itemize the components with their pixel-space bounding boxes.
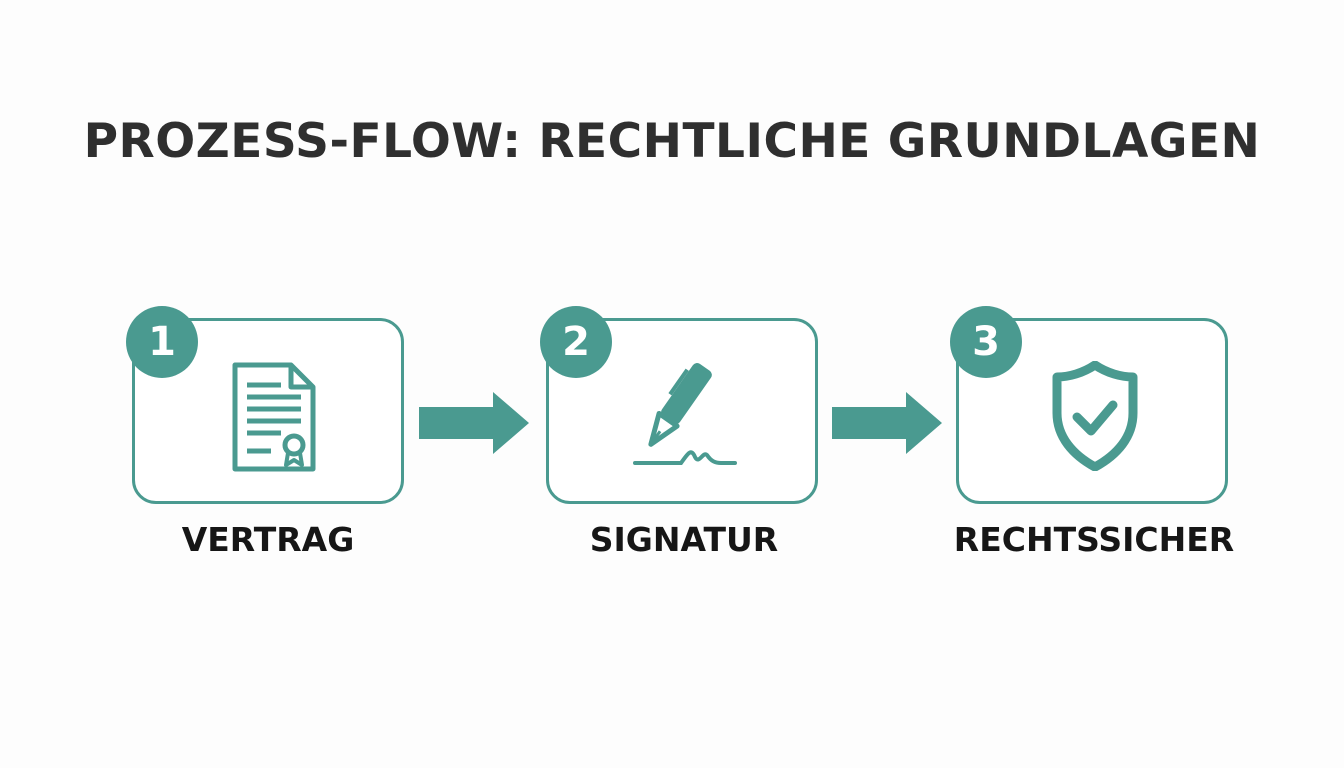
document-icon [231,361,317,477]
pen-signature-icon [631,355,741,475]
step-label: RECHTSSICHER [953,520,1235,559]
page-title: PROZESS-FLOW: RECHTLICHE GRUNDLAGEN [83,114,1261,169]
step-number-badge: 3 [950,306,1022,378]
step-number-badge: 2 [540,306,612,378]
shield-check-icon [1051,360,1139,475]
flow-arrow-icon [419,392,531,458]
step-number-badge: 1 [126,306,198,378]
step-label: VERTRAG [181,520,355,559]
flow-arrow-icon [832,392,944,458]
step-label: SIGNATUR [589,520,779,559]
